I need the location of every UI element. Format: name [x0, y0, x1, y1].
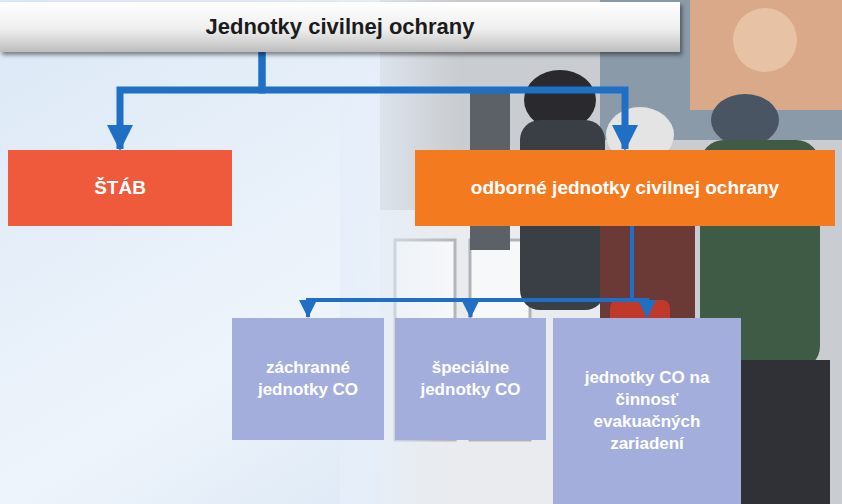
box-label: jednotky CO na činnosť evakuačných zaria…	[563, 367, 731, 455]
unit-box: špeciálne jednotky CO	[395, 318, 546, 440]
title-bar: Jednotky civilnej ochrany	[0, 2, 680, 52]
box-label: špeciálne jednotky CO	[405, 357, 536, 401]
connector-arrow	[471, 226, 633, 317]
connector-arrow	[308, 226, 632, 317]
box-label: Jednotky civilnej ochrany	[206, 14, 475, 40]
staff-box: ŠTÁB	[8, 150, 232, 226]
connector-arrow	[262, 52, 625, 149]
box-label: odborné jednotky civilnej ochrany	[471, 177, 779, 199]
unit-box: záchranné jednotky CO	[232, 318, 384, 440]
box-label: ŠTÁB	[94, 177, 146, 199]
connector-arrow	[632, 226, 647, 317]
connector-arrow	[120, 52, 262, 149]
units-box: odborné jednotky civilnej ochrany	[415, 150, 835, 226]
box-label: záchranné jednotky CO	[242, 357, 374, 401]
unit-box: jednotky CO na činnosť evakuačných zaria…	[553, 318, 741, 504]
